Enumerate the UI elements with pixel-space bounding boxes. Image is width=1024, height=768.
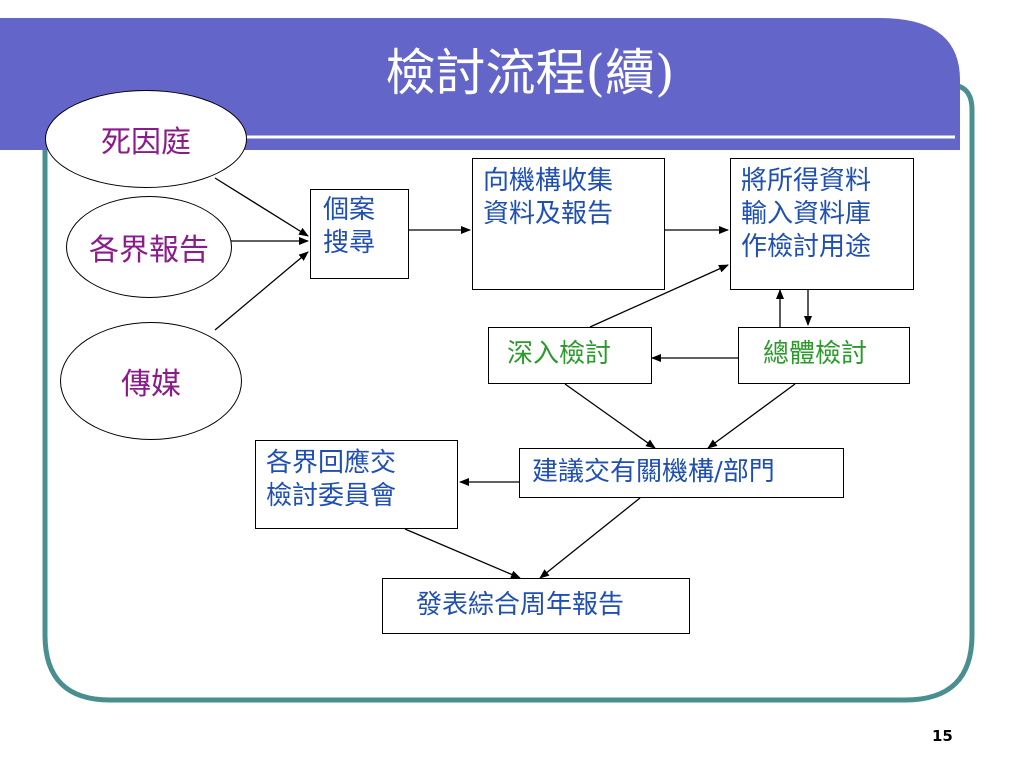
step-input-database: 將所得資料 輸入資料庫 作檢討用途 [730,158,914,290]
step-overall-review: 總體檢討 [738,327,910,384]
title-banner [0,18,960,150]
arrow-coroner-to-search [214,177,309,237]
step-annual-report-label: 發表綜合周年報告 [416,590,625,620]
step-case-search-label: 個案 搜尋 [323,195,376,258]
source-sector-reports: 各界報告 [66,196,232,298]
step-sector-response: 各界回應交 檢討委員會 [255,440,458,529]
arrow-response-to-report [404,528,521,579]
step-collect-data-label: 向機構收集 資料及報告 [483,166,614,229]
step-overall-review-label: 總體檢討 [763,339,868,369]
source-coroner-court-label: 死因庭 [101,125,191,160]
page-number: 15 [932,727,953,745]
source-media: 傳媒 [60,322,242,440]
step-annual-report: 發表綜合周年報告 [382,578,690,634]
step-input-database-label: 將所得資料 輸入資料庫 作檢討用途 [741,166,872,262]
source-media-label: 傳媒 [121,367,181,402]
step-in-depth-review-label: 深入檢討 [507,339,612,369]
slide-title: 檢討流程(續) [385,44,675,102]
step-case-search: 個案 搜尋 [310,189,409,279]
step-collect-data: 向機構收集 資料及報告 [472,158,665,290]
step-recommend: 建議交有關機構/部門 [519,448,844,498]
source-coroner-court: 死因庭 [45,90,247,188]
arrow-indepth-to-database [589,264,729,328]
step-recommend-label: 建議交有關機構/部門 [532,457,775,487]
arrow-overall-to-recommend [707,383,796,449]
arrow-media-to-search [214,251,309,331]
arrow-recommend-to-report [539,497,641,579]
step-sector-response-label: 各界回應交 檢討委員會 [266,448,397,511]
source-sector-reports-label: 各界報告 [89,233,209,268]
step-in-depth-review: 深入檢討 [488,327,652,384]
arrow-indepth-to-recommend [564,383,656,449]
frame-border [42,82,975,703]
